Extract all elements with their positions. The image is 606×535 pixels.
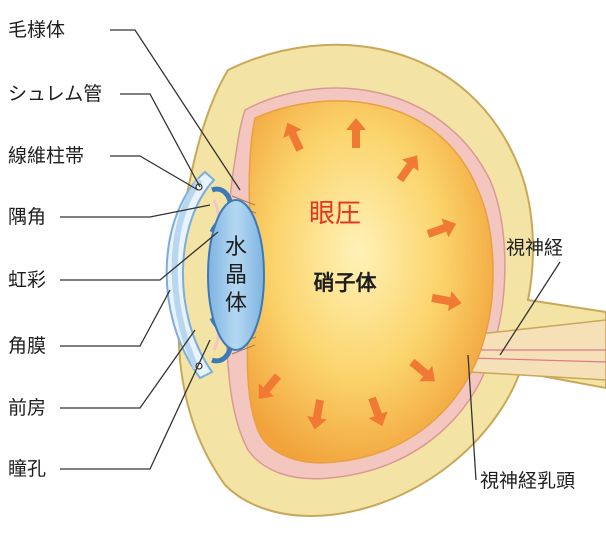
vitreous-label: 硝子体	[314, 271, 378, 295]
leader-schlemm-canal	[120, 94, 200, 187]
pupil-label: 瞳孔	[8, 458, 46, 480]
anterior-chamber-label: 前房	[8, 397, 46, 419]
iris-label: 虹彩	[8, 269, 46, 291]
lens-char-2: 晶	[225, 263, 247, 288]
lens: 水 晶 体	[208, 200, 264, 350]
lens-char-1: 水	[225, 235, 247, 260]
cornea-label: 角膜	[8, 335, 46, 357]
ciliary-body-label: 毛様体	[8, 19, 65, 41]
optic-disc-label: 視神経乳頭	[480, 470, 575, 492]
lens-char-3: 体	[225, 291, 247, 316]
zonule-label: 線維柱帯	[8, 145, 84, 167]
schlemm-canal-label: シュレム管	[8, 83, 102, 105]
leader-anterior-chamber	[60, 330, 195, 408]
angle-label: 隅角	[8, 206, 46, 228]
leader-cornea	[60, 290, 170, 346]
leader-zonule	[110, 156, 198, 190]
optic-nerve-label: 視神経	[506, 237, 563, 259]
iop-label: 眼圧	[309, 199, 361, 229]
